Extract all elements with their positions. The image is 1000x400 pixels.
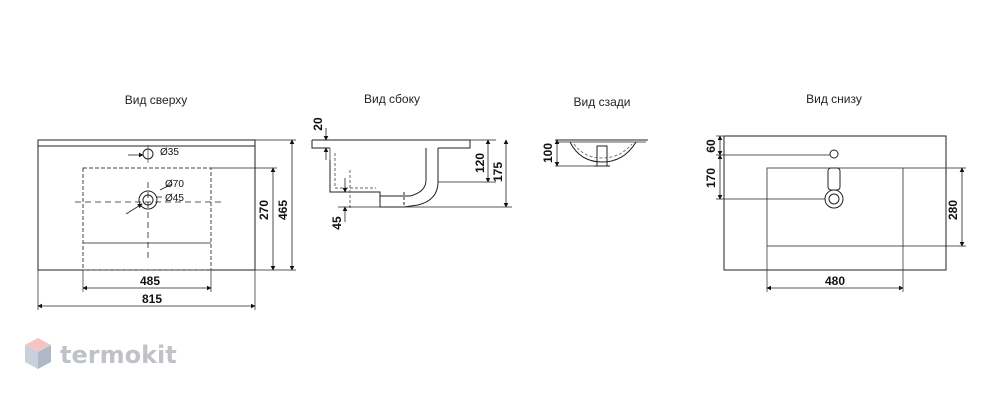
bowl-depth-label: 120 bbox=[473, 153, 487, 173]
drain-leader bbox=[125, 203, 143, 215]
side-trap-outer bbox=[403, 148, 439, 208]
rim-label: 20 bbox=[311, 117, 325, 131]
cube-icon bbox=[25, 338, 51, 369]
side-rim-left bbox=[311, 140, 330, 149]
total-depth-label: 465 bbox=[276, 200, 290, 220]
bottom-drain-inner bbox=[828, 193, 840, 205]
side-trap-inner bbox=[380, 148, 427, 197]
top-bowl-outline bbox=[82, 167, 212, 271]
bottom-tap-hole bbox=[829, 149, 839, 159]
view-top-title: Вид сверху bbox=[125, 93, 188, 107]
rear-height-label: 100 bbox=[541, 143, 555, 163]
view-side-title: Вид сбоку bbox=[364, 92, 420, 106]
view-bottom-title: Вид снизу bbox=[806, 92, 862, 106]
drain-offset-label: 170 bbox=[704, 168, 718, 188]
bottom-bowl-outline bbox=[766, 167, 904, 247]
tap-hole-label: Ø35 bbox=[160, 147, 179, 158]
side-rim-top bbox=[312, 139, 471, 149]
side-bowl-outline bbox=[329, 148, 404, 208]
inner-depth-label: 270 bbox=[257, 200, 271, 220]
drain-outer bbox=[138, 190, 158, 210]
brand-logo: termokit bbox=[25, 338, 177, 369]
bottom-trap bbox=[827, 167, 841, 191]
rear-bowl bbox=[569, 141, 637, 163]
side-inner-hidden bbox=[334, 153, 376, 189]
bottom-width-label: 480 bbox=[825, 274, 845, 288]
inner-width-label: 485 bbox=[140, 274, 160, 288]
view-top: Вид сверху Ø35 Ø70 Ø45 485 815 270 bbox=[37, 93, 296, 310]
view-bottom: Вид снизу 60 170 480 280 bbox=[704, 92, 966, 292]
bottom-depth-label: 280 bbox=[946, 200, 960, 220]
drain-outer-leader bbox=[159, 183, 173, 191]
total-height-label: 175 bbox=[491, 162, 505, 182]
bottom-outline bbox=[723, 135, 947, 271]
view-side: Вид сбоку 20 120 175 45 bbox=[311, 92, 512, 230]
brand-name: termokit bbox=[60, 341, 177, 369]
hole-offset-label: 60 bbox=[704, 139, 718, 153]
drain-height-label: 45 bbox=[330, 216, 344, 230]
total-width-label: 815 bbox=[142, 292, 162, 306]
bottom-drain-outer bbox=[824, 189, 844, 209]
view-rear: Вид сзади 100 bbox=[541, 95, 648, 167]
rear-trap bbox=[596, 145, 608, 167]
view-rear-title: Вид сзади bbox=[574, 95, 631, 109]
rear-bowl-hidden bbox=[573, 143, 633, 159]
drain-inner-label: Ø45 bbox=[165, 193, 184, 204]
drain-outer-label: Ø70 bbox=[165, 179, 184, 190]
